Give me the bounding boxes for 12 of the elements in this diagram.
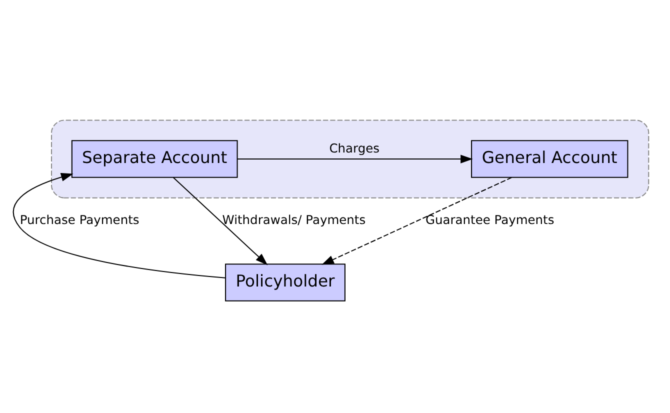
node-box: General Account (471, 140, 628, 178)
edge-label: Purchase Payments (20, 212, 140, 227)
node-box: Separate Account (71, 140, 238, 178)
edge-label: Withdrawals/ Payments (222, 212, 366, 227)
arrow (322, 177, 512, 265)
arrow (237, 154, 473, 164)
arrow (12, 172, 226, 278)
cluster (51, 120, 650, 198)
node-box: Policyholder (225, 264, 346, 302)
edge-label: Charges (329, 142, 380, 156)
edge-label: Guarantee Payments (426, 212, 554, 227)
arrow (172, 177, 268, 266)
